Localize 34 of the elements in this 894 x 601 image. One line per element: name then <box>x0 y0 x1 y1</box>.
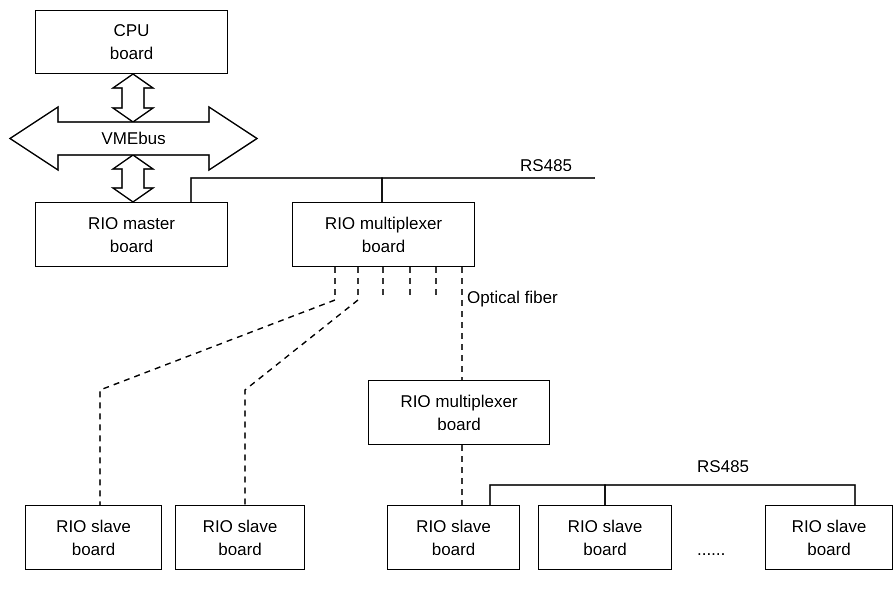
board-name: RIO slave board <box>790 516 868 560</box>
board-box <box>765 505 893 570</box>
board-name: CPU board <box>108 20 154 65</box>
bus-line <box>381 177 595 202</box>
double-block-arrow <box>110 154 156 203</box>
board-box <box>35 10 228 74</box>
board-name: RIO slave board <box>415 516 492 560</box>
board-box <box>292 202 475 267</box>
board-box <box>175 505 305 570</box>
board-name: RIO slave board <box>202 516 278 560</box>
board-box <box>387 505 520 570</box>
signal-label: RS485 <box>520 156 572 176</box>
board-name: RIO multiplexer board <box>324 212 444 258</box>
bus-line <box>190 177 383 202</box>
edge-label: Optical fiber <box>467 288 558 308</box>
board-name: RIO slave board <box>55 516 132 560</box>
double-block-arrow <box>110 73 156 123</box>
fiber-line <box>244 267 359 505</box>
board-box <box>25 505 162 570</box>
board-name: RIO slave board <box>566 516 644 560</box>
bus-name: VMEbus <box>101 128 166 150</box>
signal-label: RS485 <box>697 457 749 477</box>
board-box <box>35 202 228 267</box>
fiber-line <box>99 267 336 505</box>
bus-line <box>604 484 856 505</box>
board-name: RIO multiplexer board <box>399 390 519 436</box>
bus-line <box>489 484 606 505</box>
board-box <box>368 380 550 445</box>
board-box <box>538 505 672 570</box>
bus-arrow-shape <box>8 105 259 172</box>
ellipsis-label: ...... <box>697 540 726 560</box>
fiber-line <box>461 445 463 505</box>
board-name: RIO master board <box>87 212 176 258</box>
fiber-line <box>461 267 463 380</box>
